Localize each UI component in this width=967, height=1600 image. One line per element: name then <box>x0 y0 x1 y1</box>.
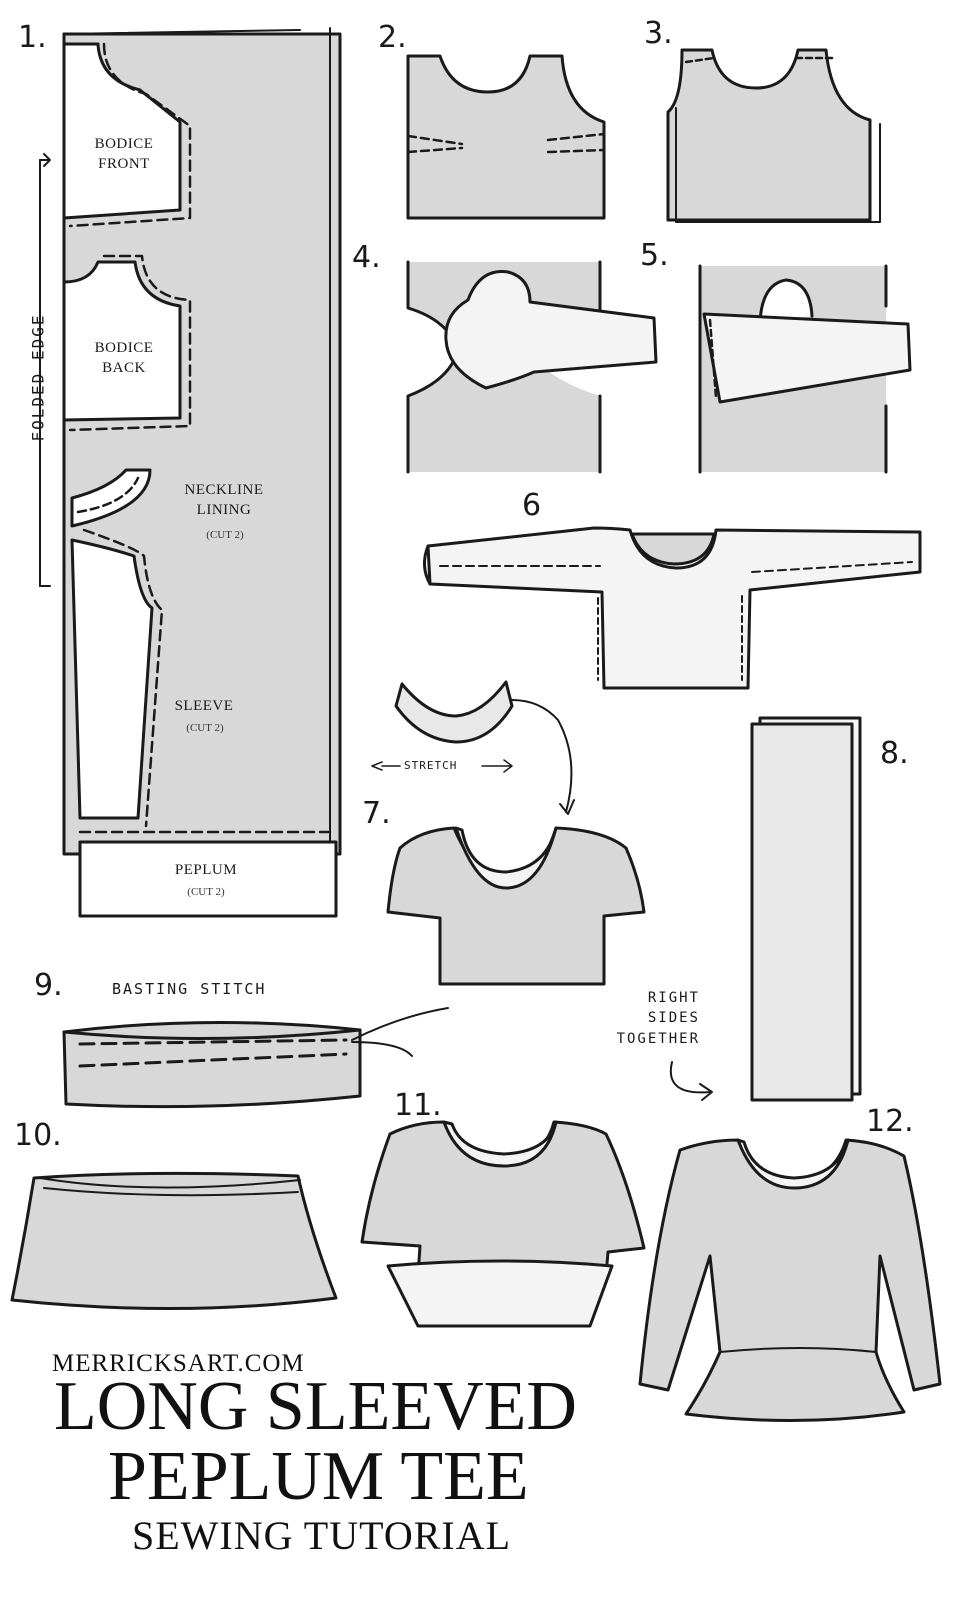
step3-bodice <box>666 48 881 223</box>
sleeve-label: SLEEVE <box>174 698 234 714</box>
step7-neckline <box>371 680 646 986</box>
peplum-label: PEPLUM <box>174 862 238 878</box>
sleeve-note: (CUT 2) <box>186 722 224 734</box>
stretch-label: STRETCH <box>404 759 458 772</box>
step-number-7: 7. <box>362 796 391 831</box>
step-number-3: 3. <box>644 16 673 51</box>
step-number-1: 1. <box>18 20 47 55</box>
step5-sleeve-sewn <box>698 264 912 474</box>
neckline-lining-label: NECKLINE LINING <box>184 482 264 519</box>
step-number-11: 11. <box>394 1088 442 1123</box>
neckline-lining-note: (CUT 2) <box>206 529 244 541</box>
step8-peplum-strip <box>669 716 862 1102</box>
step-number-2: 2. <box>378 20 407 55</box>
basting-stitch-label: BASTING STITCH <box>112 980 267 998</box>
peplum-note: (CUT 2) <box>187 886 225 898</box>
step4-sleeve-attach <box>406 260 658 474</box>
step-number-8: 8. <box>880 736 909 771</box>
step9-basting <box>62 1007 449 1109</box>
step10-gathered <box>10 1171 338 1311</box>
folded-edge-label: FOLDED EDGE <box>28 313 48 442</box>
bodice-front-label: BODICE FRONT <box>94 136 154 173</box>
step-number-10: 10. <box>14 1118 62 1153</box>
right-sides-together-label: RIGHT SIDES TOGETHER <box>616 990 700 1047</box>
step6-shirt <box>423 526 922 690</box>
step11-attach-peplum <box>360 1120 646 1328</box>
step-number-9: 9. <box>34 968 63 1003</box>
step12-final <box>638 1138 942 1423</box>
site-url: MERRICKSART.COM <box>52 1350 305 1377</box>
subtitle: SEWING TUTORIAL <box>132 1513 512 1558</box>
title-line-2: PEPLUM TEE <box>108 1438 529 1515</box>
pattern-layout <box>39 27 342 918</box>
step-number-5: 5. <box>640 238 669 273</box>
step-number-6: 6 <box>522 488 542 523</box>
step-number-4: 4. <box>352 240 381 275</box>
title-line-1: LONG SLEEVED <box>54 1368 577 1445</box>
step-number-12: 12. <box>866 1104 914 1139</box>
step2-bodice <box>406 54 606 220</box>
bodice-back-label: BODICE BACK <box>94 340 154 377</box>
